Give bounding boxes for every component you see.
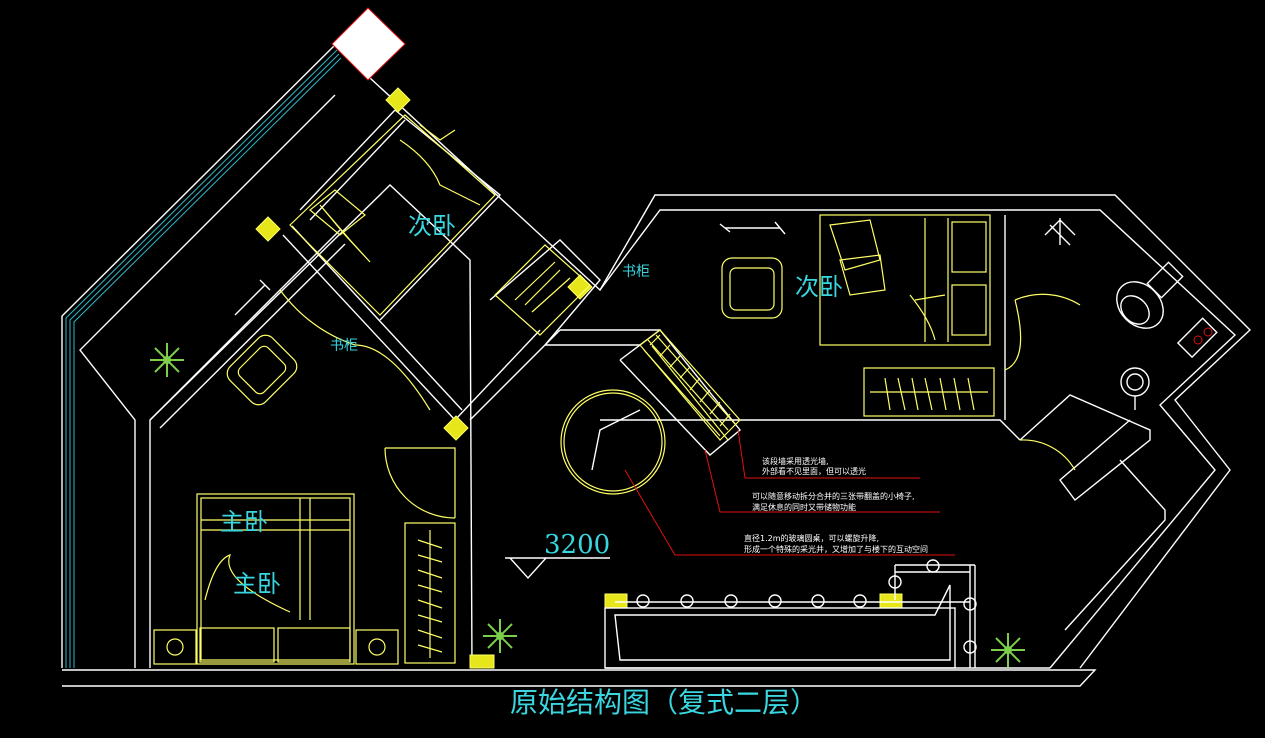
room-label-second-bedroom-right: 次卧 [795, 273, 843, 301]
note-round-table-line2: 形成一个特殊的采光井，又增加了与楼下的互动空间 [744, 544, 928, 554]
armchair-left [226, 334, 298, 406]
interior-walls [149, 109, 741, 456]
leader-lines [624, 429, 955, 556]
facade-glass [65, 49, 342, 668]
round-table [560, 389, 666, 495]
corner-marker [331, 7, 406, 81]
dimension-label: 3200 [544, 530, 610, 560]
structural-columns [255, 87, 903, 669]
bench-stools [604, 559, 977, 669]
wardrobe-left [404, 522, 456, 664]
bathroom-fixtures [1044, 218, 1218, 410]
second-bed-left [289, 114, 496, 316]
glass-brick-wall [639, 329, 741, 441]
room-label-master-bedroom-2: 主卧 [233, 570, 281, 598]
doors [279, 289, 1081, 519]
room-label-second-bedroom-left: 次卧 [408, 212, 456, 240]
outer-walls [61, 44, 1252, 687]
desk-items [234, 221, 786, 316]
shoe-cabinet [494, 244, 591, 336]
note-stools-line1: 可以随意移动拆分合并的三张带翻盖的小椅子, [752, 491, 915, 501]
room-label-master-bedroom-1: 主卧 [220, 508, 268, 536]
note-glass-brick-line1: 该段墙采用透光墙, [762, 456, 829, 466]
drawing-title: 原始结构图（复式二层） [510, 686, 818, 719]
hangers-left [417, 539, 443, 653]
master-bed [153, 493, 399, 665]
armchair-right [721, 257, 783, 319]
note-stools-line2: 满足休息的同时又带储物功能 [752, 502, 856, 512]
note-glass-brick-line2: 外部看不见里面，但可以透光 [762, 466, 866, 476]
cabinet-label-bookcase-left: 书柜 [330, 338, 358, 354]
plant-left [150, 343, 184, 377]
second-bed-right [819, 214, 991, 346]
plant-right [991, 633, 1025, 667]
wardrobe-right [863, 367, 995, 417]
note-round-table-line1: 直径1.2m的玻璃圆桌，可以螺旋升降, [744, 533, 879, 543]
cabinet-label-bookcase-right: 书柜 [622, 264, 650, 280]
dimension-marker [505, 557, 610, 580]
plant-middle [483, 619, 517, 653]
